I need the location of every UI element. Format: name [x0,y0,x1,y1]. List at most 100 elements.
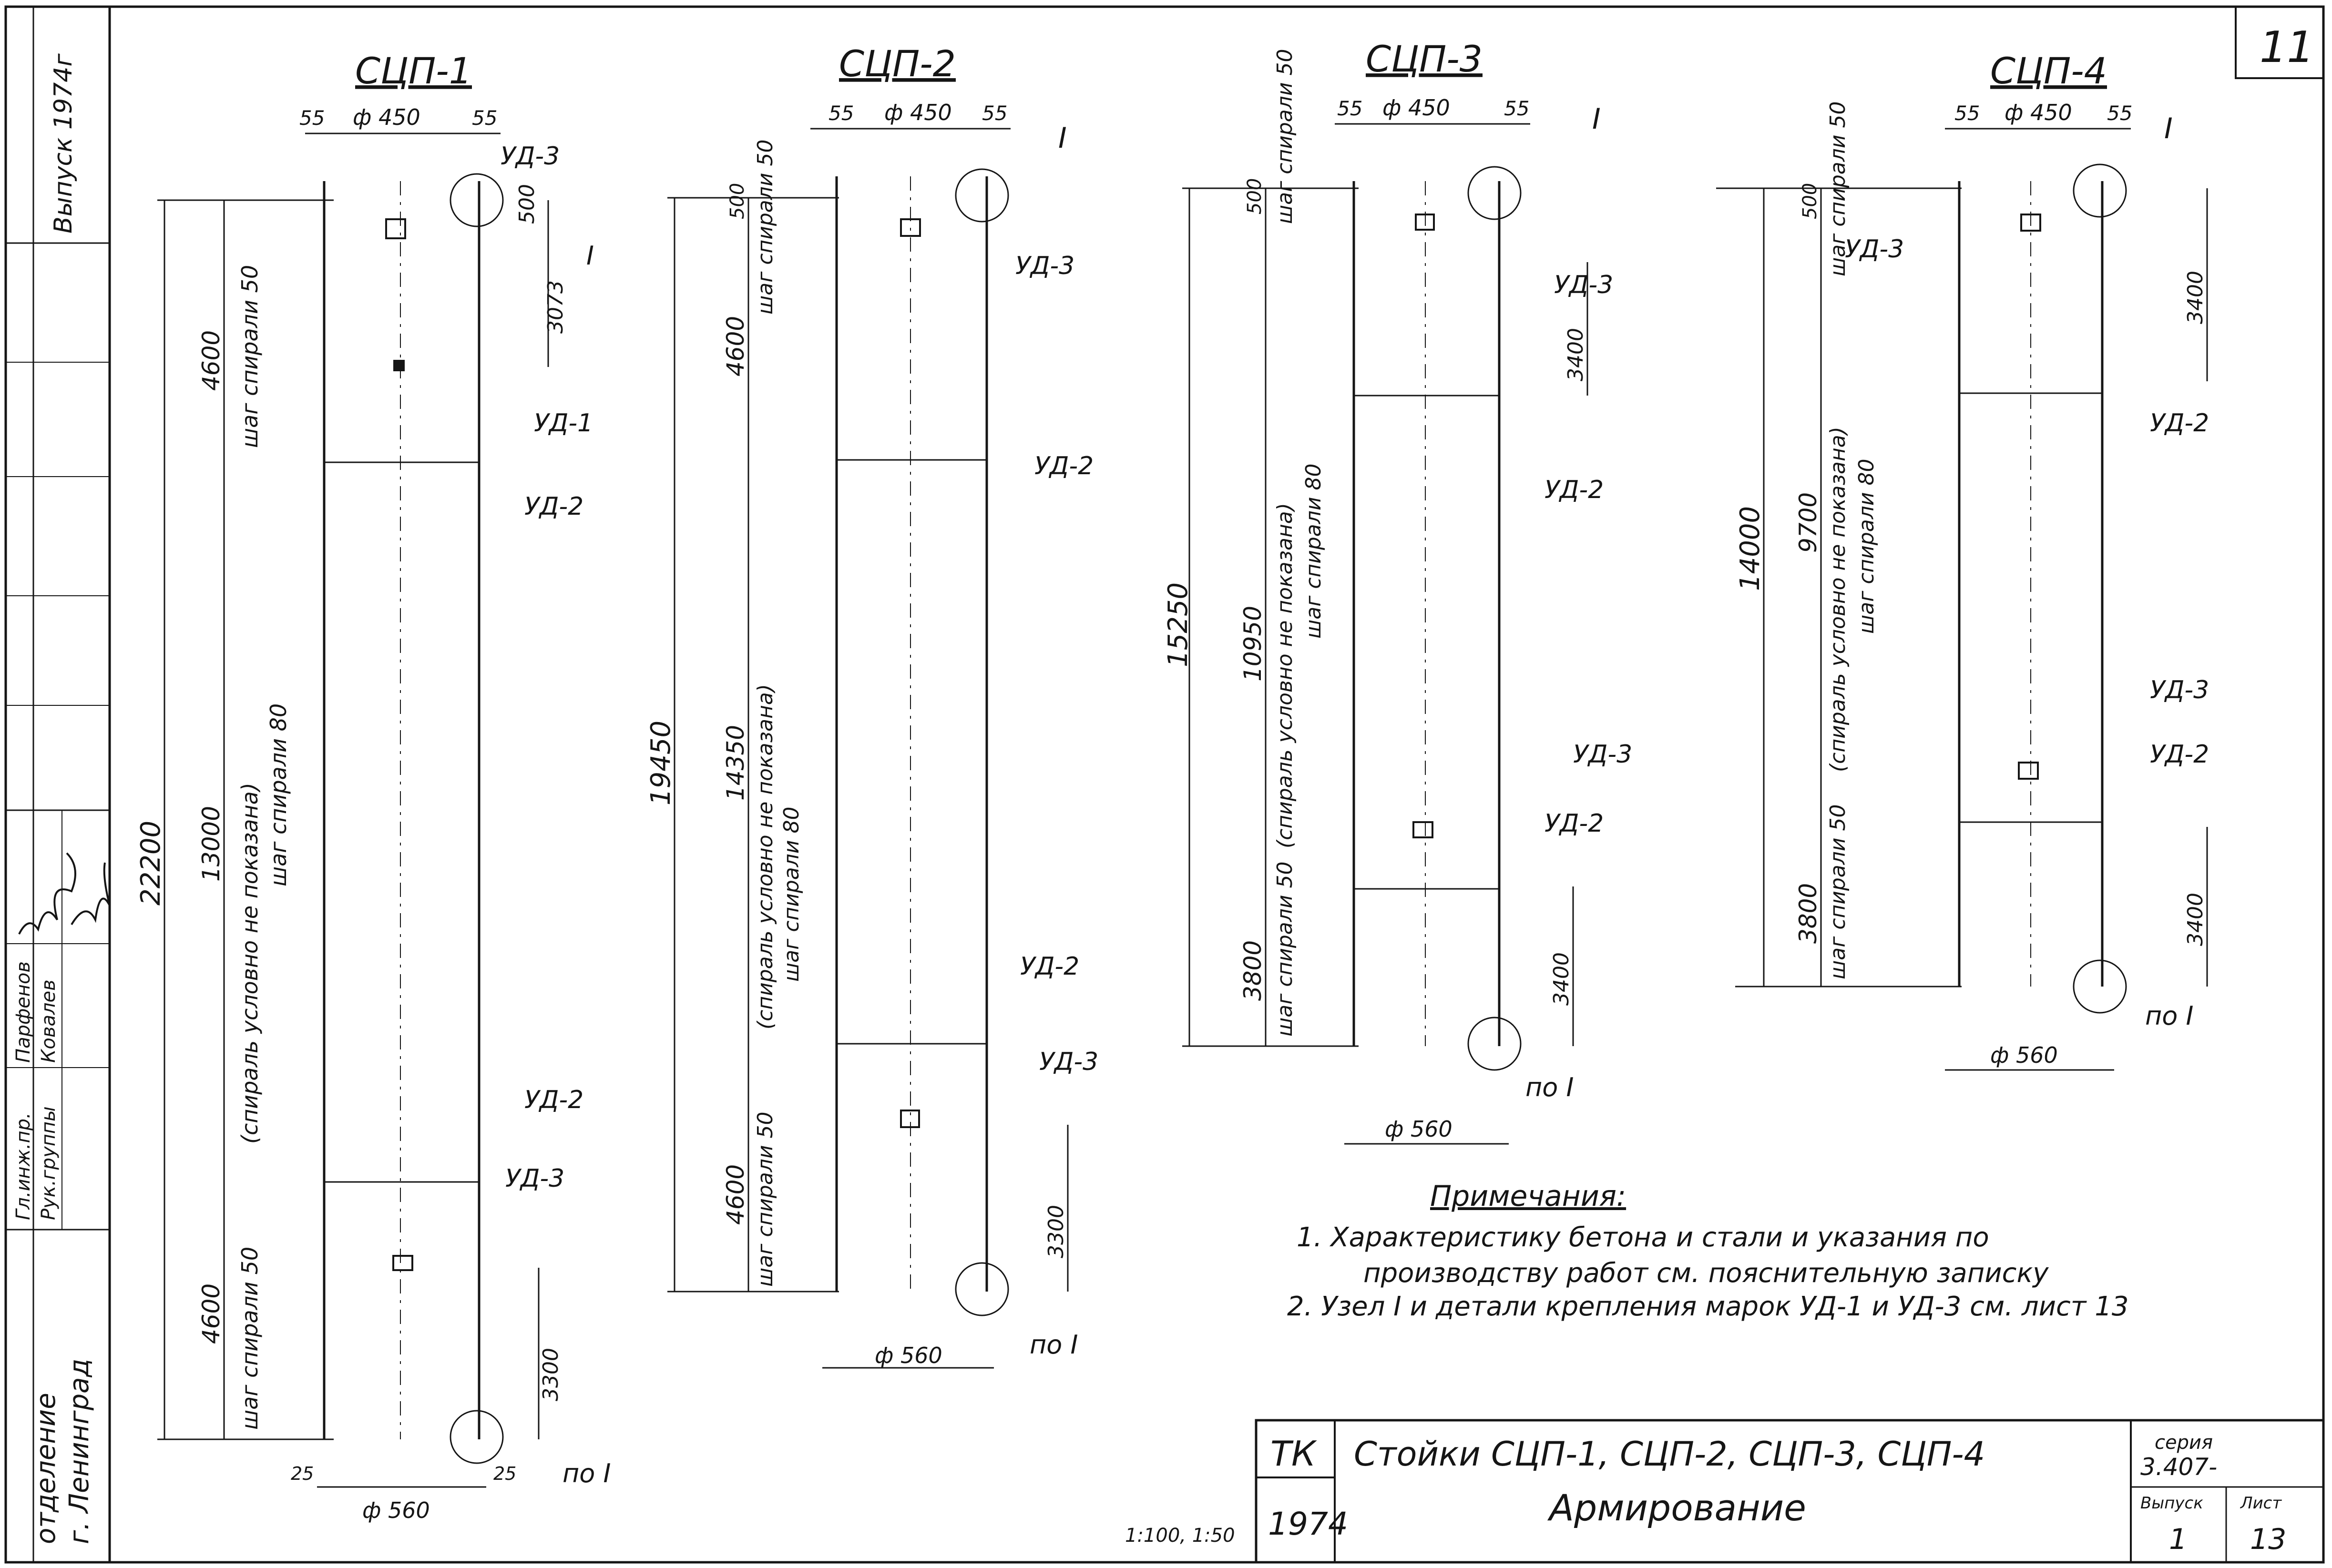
sc2-zone-4: 4600 [722,1164,749,1225]
sc1-part-ud2-top: УД-2 [524,492,583,521]
signature-2 [71,862,111,926]
sc2-bottom-dia: ф 560 [875,1343,942,1368]
sc1-zone-mid: 13000 [197,806,225,882]
sc2-top-dim-mid: ф 450 [884,100,952,125]
sc4-side-dim-2: 3400 [2183,893,2208,946]
strip-city: г. Ленинград [64,1359,95,1544]
sc4-note-bot: шаг спирали 50 [1826,804,1850,979]
notes-line-2: производству работ см. пояснительную зап… [1363,1258,2049,1289]
sc4-bottom-dia: ф 560 [1990,1042,2058,1068]
sc1-part-ud2-bot: УД-2 [524,1086,583,1114]
sc4-top-dim-left: 55 [1954,102,1980,125]
sc3-zone-2: 10950 [1239,606,1267,682]
column-sc4: СЦП-4 55 ф 450 55 14000 500 9700 3800 ша… [1716,50,2209,1071]
notes-block: Примечания: 1. Характеристику бетона и с… [1287,1180,2128,1322]
sc3-part-ud2-bot: УД-2 [1544,809,1604,838]
sc2-part-node: I [1058,122,1067,155]
sc3-top-dim-left: 55 [1337,97,1362,120]
sc4-part-ref: по I [2145,1001,2193,1031]
sc3-top-dim-mid: ф 450 [1382,95,1450,121]
sc1-title: СЦП-1 [355,50,472,92]
series-value: 3.407- [2140,1453,2217,1481]
notes-heading: Примечания: [1430,1180,1626,1213]
sc1-part-ud3-bot: УД-3 [505,1164,564,1193]
sc1-side-dim-3: 3300 [539,1348,563,1401]
sc2-note-mid-1: (спираль условно не показана) [753,684,777,1029]
strip-issue: Выпуск 1974г [49,53,78,234]
sc2-note-mid-2: шаг спирали 80 [779,807,804,982]
sc2-note-top: шаг спирали 50 [753,140,777,315]
page-number-box [2235,6,2324,79]
issue-label: Выпуск [2140,1494,2203,1513]
sc4-overall-dim: 14000 [1735,506,1766,591]
sc2-note-bot: шаг спирали 50 [753,1112,777,1287]
issue-value: 1 [2169,1523,2187,1556]
sc2-part-ud3-top: УД-3 [1015,252,1074,280]
sc3-note-bot: шаг спирали 50 [1273,862,1297,1037]
sc1-top-dim-mid: ф 450 [353,104,420,130]
sc3-zone-1: 500 [1244,178,1266,214]
page-number: 11 [2260,22,2314,72]
sc1-bottom-dia: ф 560 [362,1497,430,1523]
strip-role-2: Рук.группы [38,1106,60,1220]
sc3-part-node: I [1592,102,1601,136]
sc2-title: СЦП-2 [839,42,956,85]
sc1-part-ud1: УД-1 [534,409,593,438]
column-sc1: СЦП-1 55 ф 450 55 22200 4600 13000 4600 … [135,50,611,1523]
sc3-part-ud2-top: УД-2 [1544,476,1604,504]
sc1-note-top: шаг спирали 50 [237,265,263,448]
sc3-part-ud3-bot: УД-3 [1573,740,1632,769]
sc3-side-dim-1: 3400 [1564,328,1588,381]
sc1-top-dim-left: 55 [299,106,325,130]
sc4-top-dim-right: 55 [2107,102,2132,125]
sc2-top-dim-right: 55 [982,102,1007,125]
sc4-zone-3: 3800 [1794,883,1822,944]
sc4-top-dim-mid: ф 450 [2005,100,2072,125]
sc2-top-dim-left: 55 [828,102,854,125]
sc4-zone-2: 9700 [1794,492,1822,553]
sc3-note-top: шаг спирали 50 [1273,49,1297,224]
sheet-value: 13 [2250,1523,2286,1556]
sc4-note-top: шаг спирали 50 [1826,102,1850,276]
outer-frame [4,5,2325,1564]
sc3-part-ref: по I [1525,1072,1574,1102]
sc3-side-dim-2: 3400 [1549,952,1574,1006]
sc1-bottom-dim-right: 25 [493,1463,516,1484]
sc1-note-mid-2: шаг спирали 80 [266,703,291,886]
sc3-top-dim-right: 55 [1504,97,1529,120]
sc3-note-mid-2: шаг спирали 80 [1301,464,1326,639]
sc3-zone-3: 3800 [1239,940,1267,1001]
sc3-title: СЦП-3 [1366,38,1483,80]
sc1-overall-dim: 22200 [135,821,166,906]
sc1-zone-top: 4600 [197,330,225,391]
column-sc2: СЦП-2 55 ф 450 55 19450 500 4600 14350 4… [645,42,1098,1369]
sc2-part-ref: по I [1030,1330,1078,1360]
sc3-note-mid-1: (спираль условно не показана) [1273,503,1297,848]
sc4-part-node: I [2164,112,2173,145]
sc1-side-dim-1: 500 [515,184,539,224]
sc1-note-mid-1: (спираль условно не показана) [237,783,263,1144]
column-sc3: СЦП-3 55 ф 450 55 15250 500 10950 3800 ш… [1163,38,1632,1145]
sc2-zone-3: 14350 [722,725,749,801]
sc1-bottom-dim-left: 25 [291,1463,314,1484]
signature-1 [18,852,76,935]
title-org: ТК [1270,1434,1317,1474]
sc2-part-ud3-bot: УД-3 [1039,1048,1098,1076]
title-year: 1974 [1268,1506,1348,1542]
sc4-part-ud3-top: УД-3 [1845,235,1904,264]
sc4-part-ud2-top: УД-2 [2150,409,2209,438]
sc4-title: СЦП-4 [1990,50,2107,92]
sc1-part-ref: по I [563,1458,611,1488]
sc2-zone-2: 4600 [722,316,749,377]
title-line-1: Стойки СЦП-1, СЦП-2, СЦП-3, СЦП-4 [1354,1435,1985,1474]
sc3-bottom-dia: ф 560 [1385,1116,1452,1142]
sc1-zone-bot: 4600 [197,1283,225,1344]
sc4-zone-1: 500 [1799,183,1821,219]
sc4-part-ud3-bot: УД-3 [2150,676,2209,704]
notes-line-3: 2. Узел I и детали крепления марок УД-1 … [1287,1291,2128,1322]
title-block: ТК 1974 1:100, 1:50 Стойки СЦП-1, СЦП-2,… [1125,1419,2325,1564]
sc3-part-ud3-top: УД-3 [1554,271,1613,299]
sc4-note-mid-1: (спираль условно не показана) [1826,427,1850,772]
title-line-2: Армирование [1547,1487,1806,1529]
